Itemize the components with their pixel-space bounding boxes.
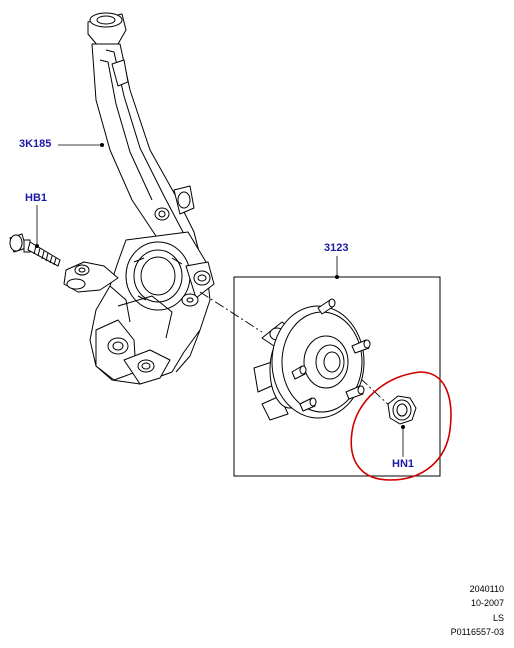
callout-leaders <box>35 142 405 457</box>
callout-hn1: HN1 <box>392 458 415 470</box>
callout-3k185: 3K185 <box>19 138 52 150</box>
callout-3123: 3123 <box>324 242 349 254</box>
wheel-hub-part <box>253 298 371 421</box>
hub-nut-part <box>387 395 417 425</box>
steering-knuckle-part <box>63 12 215 385</box>
footer-date: 10-2007 <box>470 598 504 608</box>
footer-code: 2040110 <box>469 584 504 594</box>
highlight-circle <box>350 371 452 481</box>
callout-hb1: HB1 <box>25 192 48 204</box>
footer-initials: LS <box>492 613 504 623</box>
footer-part-number: P0116557-03 <box>450 627 504 637</box>
hex-bolt-part <box>9 233 61 267</box>
